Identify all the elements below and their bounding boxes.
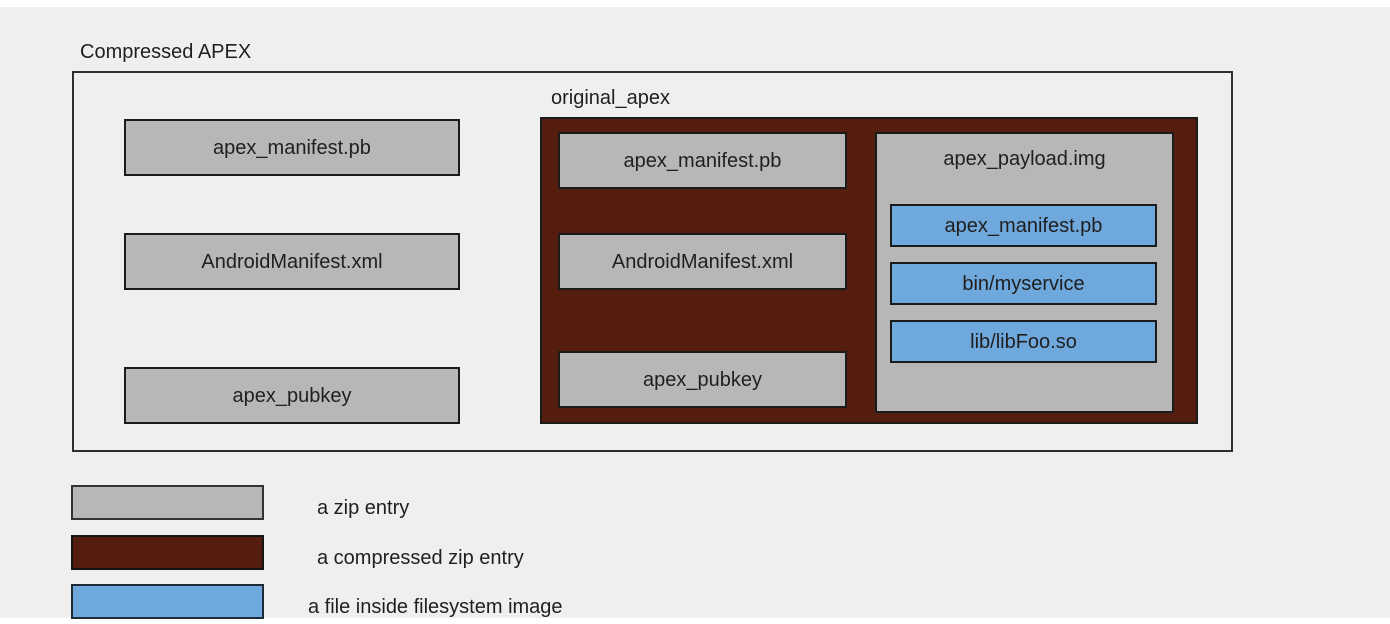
- zip-entry-box: apex_manifest.pb: [124, 119, 460, 176]
- zip-entry-box: apex_pubkey: [124, 367, 460, 424]
- diagram-title: Compressed APEX: [80, 41, 252, 63]
- zip-entry-label: apex_pubkey: [643, 368, 762, 391]
- original-apex-title: original_apex: [551, 87, 670, 109]
- legend-swatch-filesystem-file: [71, 584, 264, 619]
- filesystem-file-label: apex_manifest.pb: [944, 214, 1103, 237]
- compressed-apex-container: [72, 71, 1233, 452]
- zip-entry-box: apex_pubkey: [558, 351, 847, 408]
- original-apex-compressed-entry: apex_manifest.pb AndroidManifest.xml ape…: [540, 117, 1198, 424]
- apex-payload-image-box: apex_payload.img apex_manifest.pb bin/my…: [875, 132, 1174, 413]
- filesystem-file-label: lib/libFoo.so: [970, 330, 1077, 353]
- zip-entry-label: AndroidManifest.xml: [201, 250, 383, 273]
- zip-entry-box: AndroidManifest.xml: [558, 233, 847, 290]
- diagram-canvas: Compressed APEX apex_manifest.pb Android…: [0, 7, 1390, 619]
- zip-entry-box: apex_manifest.pb: [558, 132, 847, 189]
- legend-label: a file inside filesystem image: [308, 596, 563, 618]
- legend-label: a compressed zip entry: [317, 547, 524, 569]
- apex-payload-image-title: apex_payload.img: [943, 148, 1106, 170]
- zip-entry-label: AndroidManifest.xml: [611, 250, 794, 273]
- zip-entry-label: apex_pubkey: [232, 384, 352, 407]
- zip-entry-label: apex_manifest.pb: [213, 136, 371, 159]
- filesystem-file-box: bin/myservice: [890, 262, 1157, 305]
- zip-entry-box: AndroidManifest.xml: [124, 233, 460, 290]
- legend-swatch-compressed-zip-entry: [71, 535, 264, 570]
- legend-swatch-zip-entry: [71, 485, 264, 520]
- filesystem-file-box: apex_manifest.pb: [890, 204, 1157, 247]
- legend-label: a zip entry: [317, 497, 410, 519]
- filesystem-file-box: lib/libFoo.so: [890, 320, 1157, 363]
- zip-entry-label: apex_manifest.pb: [623, 149, 782, 172]
- filesystem-file-label: bin/myservice: [962, 272, 1085, 295]
